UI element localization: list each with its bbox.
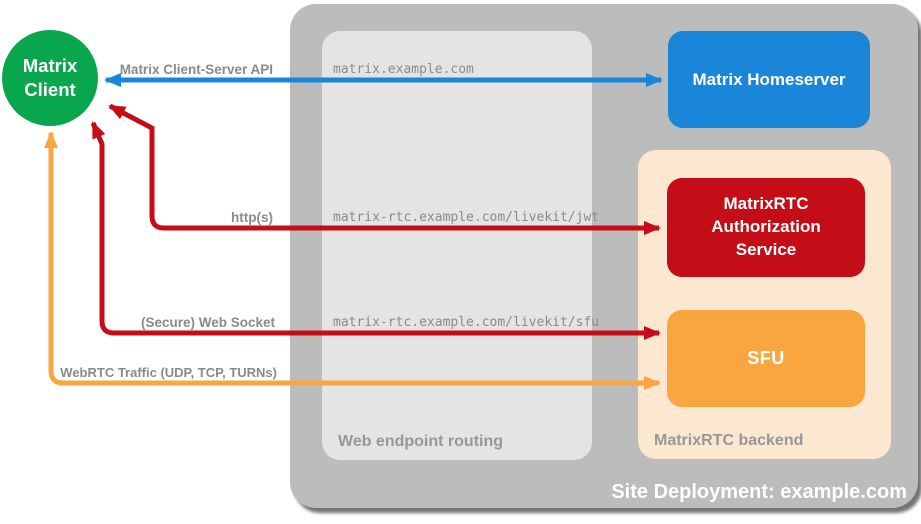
site-deployment-title: Site Deployment: example.com xyxy=(611,481,907,503)
edge-label-https: http(s) xyxy=(231,210,273,225)
node-sfu: SFU xyxy=(667,310,865,407)
node-matrix-client: Matrix Client xyxy=(2,30,98,126)
edge-label-webrtc-traffic: WebRTC Traffic (UDP, TCP, TURNs) xyxy=(60,365,277,380)
node-matrix-homeserver: Matrix Homeserver xyxy=(668,31,870,128)
endpoint-livekit-jwt: matrix-rtc.example.com/livekit/jwt xyxy=(333,210,600,225)
matrix-client-label: Matrix Client xyxy=(22,54,78,100)
node-matrixrtc-authorization-service: MatrixRTC Authorization Service xyxy=(667,178,865,277)
matrixrtc-backend-label: MatrixRTC backend xyxy=(654,432,804,449)
matrix-homeserver-label: Matrix Homeserver xyxy=(692,69,846,89)
matrixrtc-authorization-service-label: MatrixRTC Authorization Service xyxy=(711,194,821,259)
edge-label-websocket: (Secure) Web Socket xyxy=(140,315,275,330)
endpoint-matrix-example-com: matrix.example.com xyxy=(333,62,474,77)
edge-label-client-server-api: Matrix Client-Server API xyxy=(119,62,273,77)
sfu-label: SFU xyxy=(747,348,785,368)
web-endpoint-routing-label: Web endpoint routing xyxy=(338,433,504,450)
web-endpoint-routing-container: Web endpoint routing xyxy=(322,31,592,460)
endpoint-livekit-sfu: matrix-rtc.example.com/livekit/sfu xyxy=(333,315,600,330)
